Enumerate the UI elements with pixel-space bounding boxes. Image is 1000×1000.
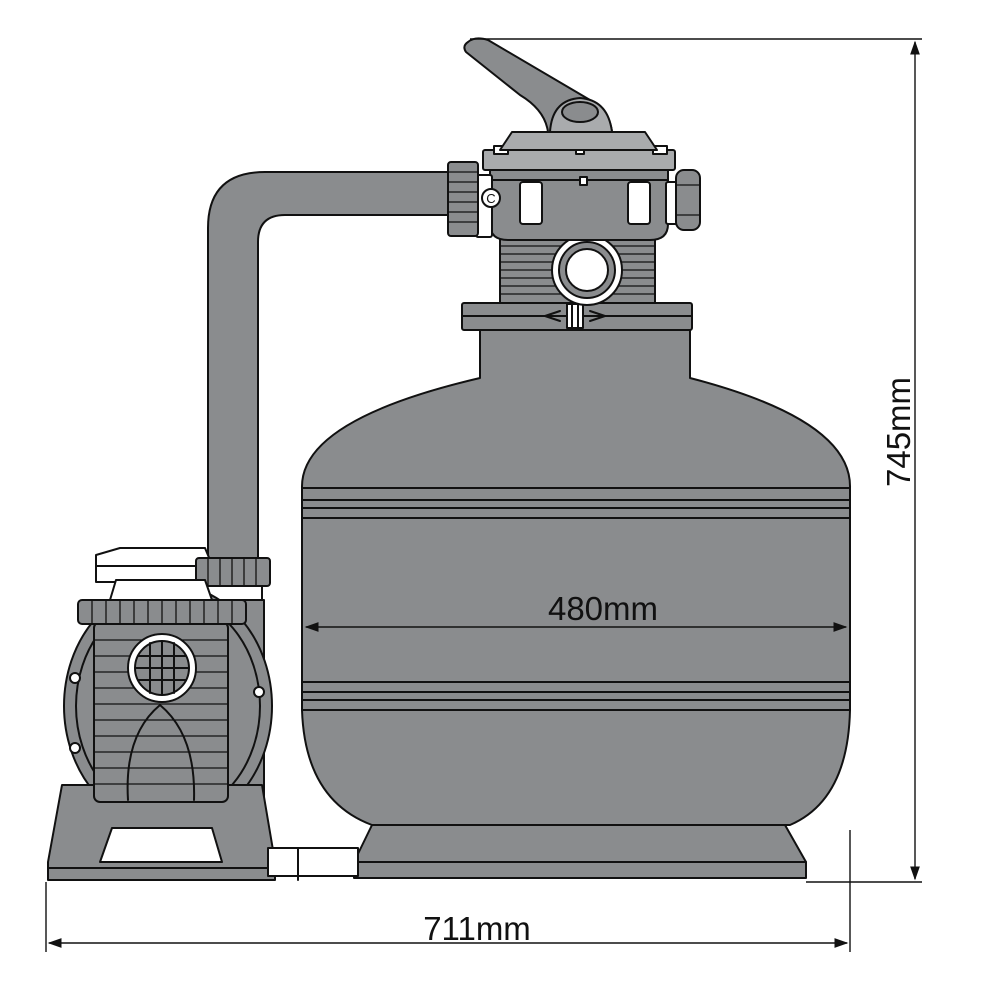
tank-body bbox=[301, 487, 851, 711]
connecting-pipe bbox=[207, 171, 451, 561]
valve-port-letter: C bbox=[486, 191, 495, 206]
pump bbox=[47, 547, 276, 881]
tank-bands bbox=[301, 499, 851, 701]
valve-handle bbox=[463, 37, 613, 133]
base-hose bbox=[267, 847, 359, 881]
dimension-lines bbox=[45, 38, 922, 952]
tank-base bbox=[353, 824, 807, 879]
tank-diameter-label: 480mm bbox=[548, 590, 658, 627]
tank-bowl bbox=[301, 709, 851, 826]
valve-front-port bbox=[551, 234, 623, 306]
pump-lid-ring bbox=[77, 579, 247, 625]
pump-inlet-grille bbox=[127, 633, 197, 703]
overall-height-label: 745mm bbox=[880, 377, 917, 487]
valve-waste-port bbox=[665, 169, 701, 231]
multiport-valve: C bbox=[447, 37, 701, 306]
valve-clamp bbox=[461, 302, 693, 331]
overall-width-label: 711mm bbox=[423, 910, 531, 947]
tank-dome bbox=[300, 329, 852, 489]
valve-port-marking: C bbox=[481, 188, 501, 208]
filter-tank bbox=[300, 329, 852, 879]
pump-base bbox=[47, 784, 276, 881]
